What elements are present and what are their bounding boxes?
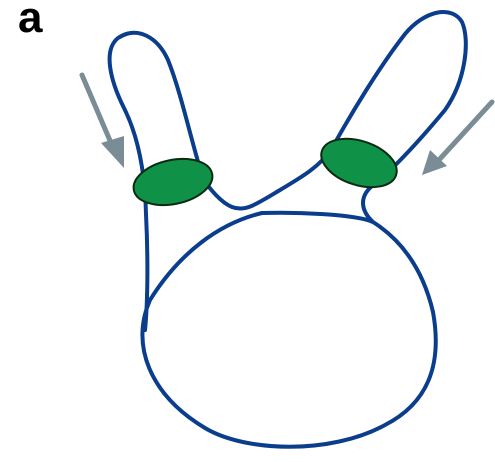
right-arrow bbox=[422, 102, 492, 175]
right-clasp bbox=[315, 130, 403, 196]
closed-loop-curve bbox=[110, 12, 466, 447]
